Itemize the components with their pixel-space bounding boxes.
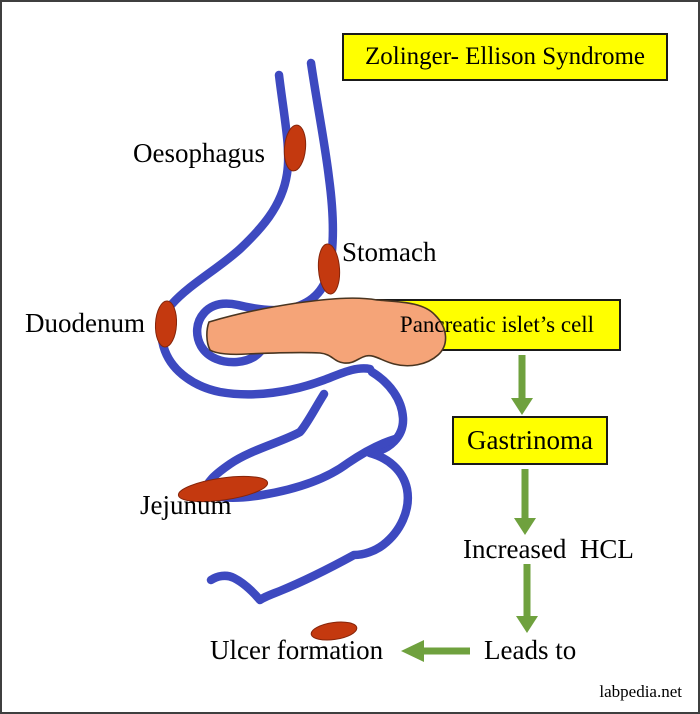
pancreatic-islet-cell-label: Pancreatic islet’s cell bbox=[399, 312, 595, 337]
ulcer-formation-label: Ulcer formation bbox=[210, 635, 384, 665]
leads-to-label: Leads to bbox=[484, 635, 577, 665]
arrow-left-leadsto-to-ulcer-icon bbox=[401, 640, 470, 662]
oesophagus-right-stomach-outline bbox=[192, 58, 337, 367]
ulcer-spot-oesophagus-icon bbox=[283, 124, 307, 172]
title-box bbox=[342, 33, 668, 81]
jejunum-label: Jejunum bbox=[140, 490, 232, 520]
jejunum-loops-outline bbox=[201, 389, 400, 502]
intestine-right-loops-outline bbox=[206, 367, 413, 605]
title-label: Zolinger- Ellison Syndrome bbox=[364, 43, 646, 70]
duodenum-label: Duodenum bbox=[25, 308, 145, 338]
stomach-label: Stomach bbox=[342, 237, 437, 267]
oesophagus-label: Oesophagus bbox=[133, 138, 265, 168]
ulcer-spot-stomach-icon bbox=[317, 243, 341, 295]
oesophagus-left-outline bbox=[157, 70, 375, 399]
arrow-down-hcl-to-leadsto-icon bbox=[516, 564, 538, 633]
arrow-down-islet-to-gastrinoma-icon bbox=[511, 355, 533, 415]
ulcer-spot-duodenum-icon bbox=[154, 300, 178, 348]
arrow-down-gastrinoma-to-hcl-icon bbox=[514, 469, 536, 535]
watermark-label: labpedia.net bbox=[599, 682, 682, 702]
gastrinoma-label: Gastrinoma bbox=[467, 425, 593, 455]
increased-hcl-label: Increased HCL bbox=[463, 534, 634, 564]
gastrinoma-box bbox=[452, 416, 608, 465]
